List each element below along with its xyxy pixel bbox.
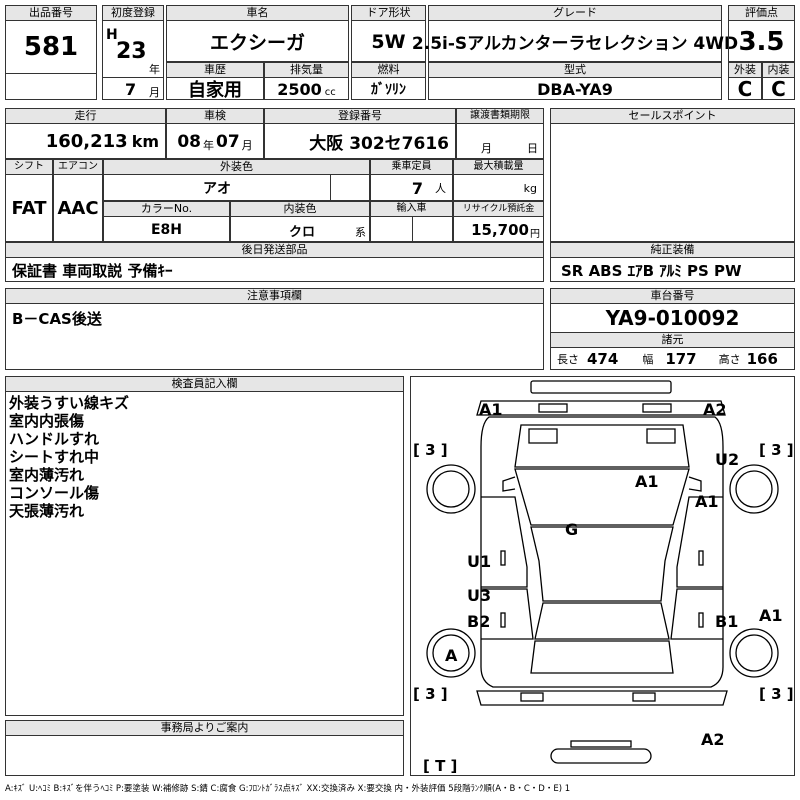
- damage-mark: U2: [715, 450, 739, 469]
- era: H: [106, 27, 118, 43]
- max-load-cell: 最大積載量 kg: [453, 159, 544, 201]
- transfer-docs-cell: 譲渡書類期限 月 日: [456, 108, 544, 159]
- damage-mark: B1: [715, 612, 738, 631]
- damage-mark: A: [445, 646, 458, 665]
- int-color: クロ: [289, 225, 316, 240]
- damage-mark: U3: [467, 586, 491, 605]
- recycle-cell: リサイクル預託金 15,700 円: [453, 201, 544, 242]
- model-code-cell: 型式 DBA-YA9: [428, 62, 722, 100]
- model-code: DBA-YA9: [537, 79, 613, 99]
- fuel: ｶﾞｿﾘﾝ: [371, 82, 406, 98]
- grade-cell: グレード 2.5i-Sアルカンターラセレクション 4WD: [411, 5, 739, 62]
- color-no: E8H: [150, 221, 183, 238]
- color-no-cell: カラーNo. E8H: [103, 201, 230, 242]
- inspector-note: 室内薄汚れ: [9, 466, 85, 484]
- displacement-cell: 排気量 2500 cc: [264, 62, 349, 100]
- damage-mark: G: [565, 520, 578, 539]
- spare-tire-condition: [ T ]: [423, 757, 457, 775]
- sales-points-cell: セールスポイント: [550, 108, 795, 242]
- aircon-cell: エアコン AAC: [53, 159, 103, 242]
- inspector-note: ハンドルすれ: [9, 430, 100, 448]
- legend: A:ｷｽﾞ U:ﾍｺﾐ B:ｷｽﾞを伴うﾍｺﾐ P:要塗装 W:補修跡 S:錆 …: [5, 784, 571, 794]
- displacement: 2500: [277, 79, 322, 99]
- capacity-cell: 乗車定員 7 人: [370, 159, 453, 201]
- equipment-cell: 純正装備 SR ABS ｴｱB ｱﾙﾐ PS PW: [550, 242, 795, 282]
- car-outline: A1 A2 U2 A1 A1 G U1 U3 B2 B1 A1 A A2 [ 3…: [413, 380, 794, 775]
- chassis-cell: 車台番号 YA9-010092 諸元 長さ 474 幅 177 高さ 166: [550, 288, 795, 370]
- inspector-note: シートすれ中: [9, 448, 100, 466]
- damage-mark: A2: [703, 400, 727, 419]
- car-name-cell: 車名 エクシーガ: [166, 5, 349, 62]
- car-name: エクシーガ: [209, 32, 305, 54]
- inspection-month: 07: [216, 131, 240, 152]
- inspector-note: 室内内張傷: [9, 412, 85, 430]
- damage-mark: A1: [479, 400, 503, 419]
- tire-condition: [ 3 ]: [759, 685, 794, 703]
- inspector-note: 天張薄汚れ: [9, 502, 85, 520]
- fuel-cell: 燃料 ｶﾞｿﾘﾝ: [351, 62, 426, 100]
- later-parts: 保証書 車両取説 予備ｷｰ: [12, 261, 173, 280]
- equipment: SR ABS ｴｱB ｱﾙﾐ PS PW: [561, 261, 742, 280]
- office-notice-cell: 事務局よりご案内: [5, 720, 404, 776]
- aircon: AAC: [57, 198, 99, 219]
- inspection-year: 08: [177, 131, 201, 152]
- reg-year: 23: [116, 39, 147, 64]
- ext-color: アオ: [203, 181, 231, 197]
- plate-cell: 登録番号 大阪 302セ7616: [264, 108, 456, 159]
- reg-month: 7: [125, 80, 137, 99]
- inspector-note: 外装うすい線キズ: [9, 394, 130, 412]
- mileage: 160,213: [45, 131, 128, 152]
- int-color-cell: 内装色 クロ 系: [230, 201, 370, 242]
- lot-number-header: 出品番号: [6, 6, 96, 21]
- door-cell: ドア形状 5W: [351, 5, 426, 62]
- spec-width: 177: [665, 350, 697, 368]
- inspection-cell: 車検 08 年 07 月: [166, 108, 264, 159]
- interior-grade-cell: 内装 C: [762, 62, 795, 101]
- plate-number: 大阪 302セ7616: [309, 134, 449, 154]
- import-cell: 輸入車: [370, 201, 453, 242]
- capacity: 7: [411, 178, 423, 198]
- later-parts-cell: 後日発送部品 保証書 車両取説 予備ｷｰ: [5, 242, 544, 282]
- exterior-grade-cell: 外装 C: [728, 62, 762, 101]
- mileage-cell: 走行 160,213 km: [5, 108, 166, 159]
- interior-grade: C: [771, 77, 786, 101]
- caution-cell: 注意事項欄 B－CAS後送: [5, 288, 544, 370]
- tire-condition: [ 3 ]: [759, 441, 794, 459]
- first-registration-header: 初度登録: [103, 6, 163, 21]
- damage-mark: U1: [467, 552, 491, 571]
- chassis-number: YA9-010092: [605, 306, 740, 330]
- damage-mark: A2: [701, 730, 725, 749]
- ext-color-cell: 外装色 アオ: [103, 159, 370, 201]
- tire-condition: [ 3 ]: [413, 685, 448, 703]
- caution: B－CAS後送: [12, 310, 102, 328]
- score-cell: 評価点 3.5: [728, 5, 795, 62]
- shift-cell: シフト FAT: [5, 159, 53, 242]
- damage-mark: A1: [759, 606, 783, 625]
- shift: FAT: [11, 198, 47, 219]
- spec-length: 474: [587, 350, 619, 368]
- history-cell: 車歴 自家用: [166, 62, 264, 101]
- damage-mark: A1: [695, 492, 719, 511]
- first-registration-cell: 初度登録 H 23 年 7 月: [102, 5, 164, 100]
- lot-number: 581: [23, 32, 79, 62]
- inspector-notes-cell: 検査員記入欄 外装うすい線キズ 室内内張傷 ハンドルすれ シートすれ中 室内薄汚…: [5, 376, 404, 716]
- tire-condition: [ 3 ]: [413, 441, 448, 459]
- grade: 2.5i-Sアルカンターラセレクション 4WD: [411, 34, 739, 54]
- lot-number-cell: 出品番号 581: [5, 5, 97, 100]
- damage-mark: B2: [467, 612, 490, 631]
- history: 自家用: [188, 80, 242, 101]
- door-type: 5W: [371, 30, 406, 53]
- score: 3.5: [738, 26, 785, 57]
- car-damage-diagram: A1 A2 U2 A1 A1 G U1 U3 B2 B1 A1 A A2 [ 3…: [410, 376, 795, 776]
- spec-height: 166: [746, 350, 778, 368]
- damage-mark: A1: [635, 472, 659, 491]
- exterior-grade: C: [737, 77, 753, 101]
- inspector-note: コンソール傷: [9, 484, 100, 502]
- recycle-fee: 15,700: [471, 220, 529, 239]
